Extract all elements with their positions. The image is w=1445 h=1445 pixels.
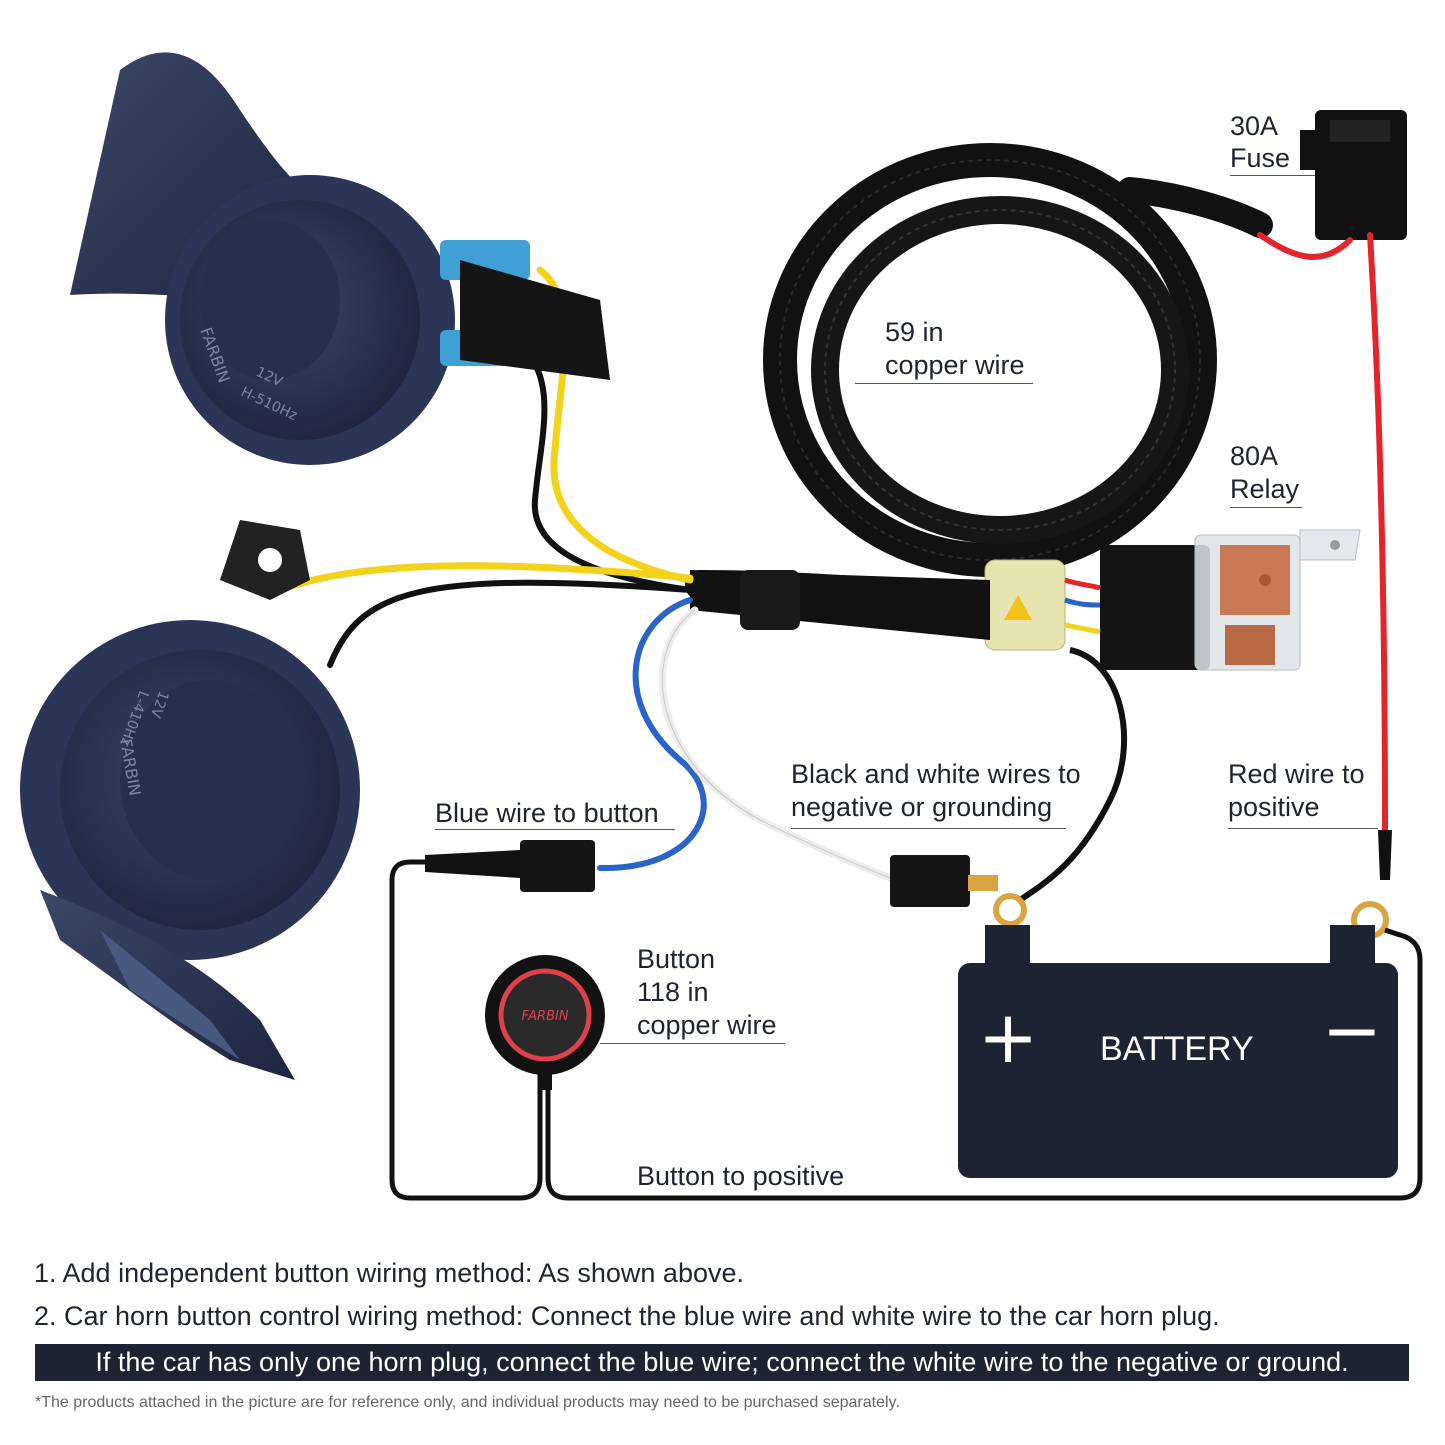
red-wire-terminal-sleeve <box>1378 830 1392 880</box>
red-wire-label-line1: Red wire to <box>1228 759 1365 789</box>
button-brand-text: FARBIN <box>521 1009 568 1024</box>
black-white-label-line2: negative or grounding <box>791 792 1053 822</box>
instruction-banner: If the car has only one horn plug, conne… <box>35 1344 1409 1381</box>
fuse-underline <box>1230 175 1315 176</box>
button-underline <box>600 1043 785 1044</box>
fuse-holder <box>1300 110 1407 240</box>
relay-wires <box>1064 577 1101 635</box>
black-white-label-line1: Black and white wires to <box>791 759 1081 789</box>
blue-wire-underline <box>435 829 675 830</box>
battery-label: BATTERY <box>1100 1030 1254 1068</box>
push-button: FARBIN <box>485 955 605 1090</box>
ground-wire <box>1018 647 1128 903</box>
blue-wire-connector <box>425 840 595 892</box>
relay-label-line1: 80A <box>1230 441 1279 471</box>
horn-bottom: FARBIN 12V L-410Hz <box>20 520 360 1080</box>
fuse-label-line1: 30A <box>1230 111 1279 141</box>
red-wire-label-line2: positive <box>1228 792 1320 822</box>
wire-underline <box>855 383 1033 384</box>
battery-minus: − <box>1322 988 1382 1072</box>
white-wire-outline <box>661 609 896 881</box>
blue-wire-label: Blue wire to button <box>435 798 659 828</box>
wire-label-line1: 59 in <box>885 317 944 347</box>
relay-label-line2: Relay <box>1230 474 1300 504</box>
relay <box>1100 529 1361 671</box>
relay-underline <box>1230 507 1302 508</box>
red-wire-underline <box>1228 828 1378 829</box>
red-wire <box>1257 232 1388 833</box>
wire-label-line2: copper wire <box>885 350 1025 380</box>
white-wire <box>658 606 899 884</box>
blue-wire <box>597 597 707 872</box>
wire-sleeve-label <box>984 559 1066 651</box>
disclaimer: *The products attached in the picture ar… <box>35 1394 900 1411</box>
button-to-positive-label: Button to positive <box>637 1161 845 1191</box>
button-label-line1: Button <box>637 944 716 974</box>
button-wires <box>389 859 1423 1201</box>
white-wire-connector <box>890 855 998 907</box>
ground-ring-terminal <box>993 893 1027 927</box>
horn-top: FARBIN 12V H-510Hz <box>70 52 610 465</box>
battery: + − <box>958 925 1398 1178</box>
button-label-line2: 118 in <box>637 977 709 1007</box>
harness-joint <box>690 570 990 640</box>
instruction-step2: 2. Car horn button control wiring method… <box>34 1301 1220 1331</box>
black-white-underline <box>791 828 1066 829</box>
fuse-label-line2: Fuse <box>1230 143 1291 173</box>
battery-plus: + <box>978 995 1038 1079</box>
instruction-step1: 1. Add independent button wiring method:… <box>34 1258 745 1288</box>
button-label-line3: copper wire <box>637 1010 777 1040</box>
